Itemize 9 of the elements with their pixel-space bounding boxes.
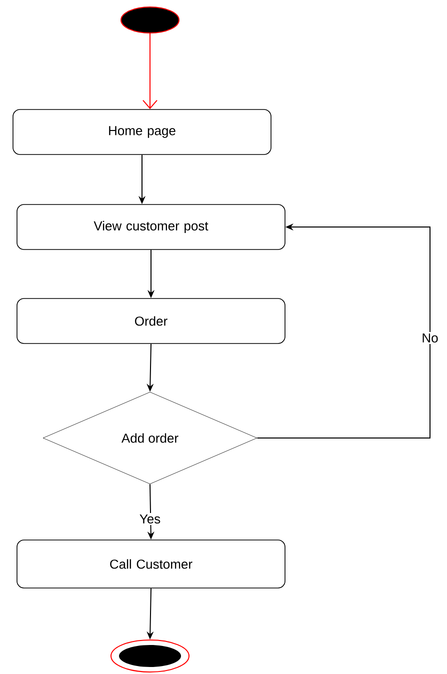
arrow (142, 33, 158, 110)
edge-label: No (420, 332, 440, 344)
activity-box: Order (16, 298, 286, 344)
activity-box: Call Customer (16, 540, 286, 588)
activity-box: Home page (12, 109, 272, 155)
start-node (120, 6, 180, 34)
activity-box: View customer post (16, 204, 286, 250)
end-node (110, 640, 190, 672)
edge-label: Yes (138, 512, 162, 526)
